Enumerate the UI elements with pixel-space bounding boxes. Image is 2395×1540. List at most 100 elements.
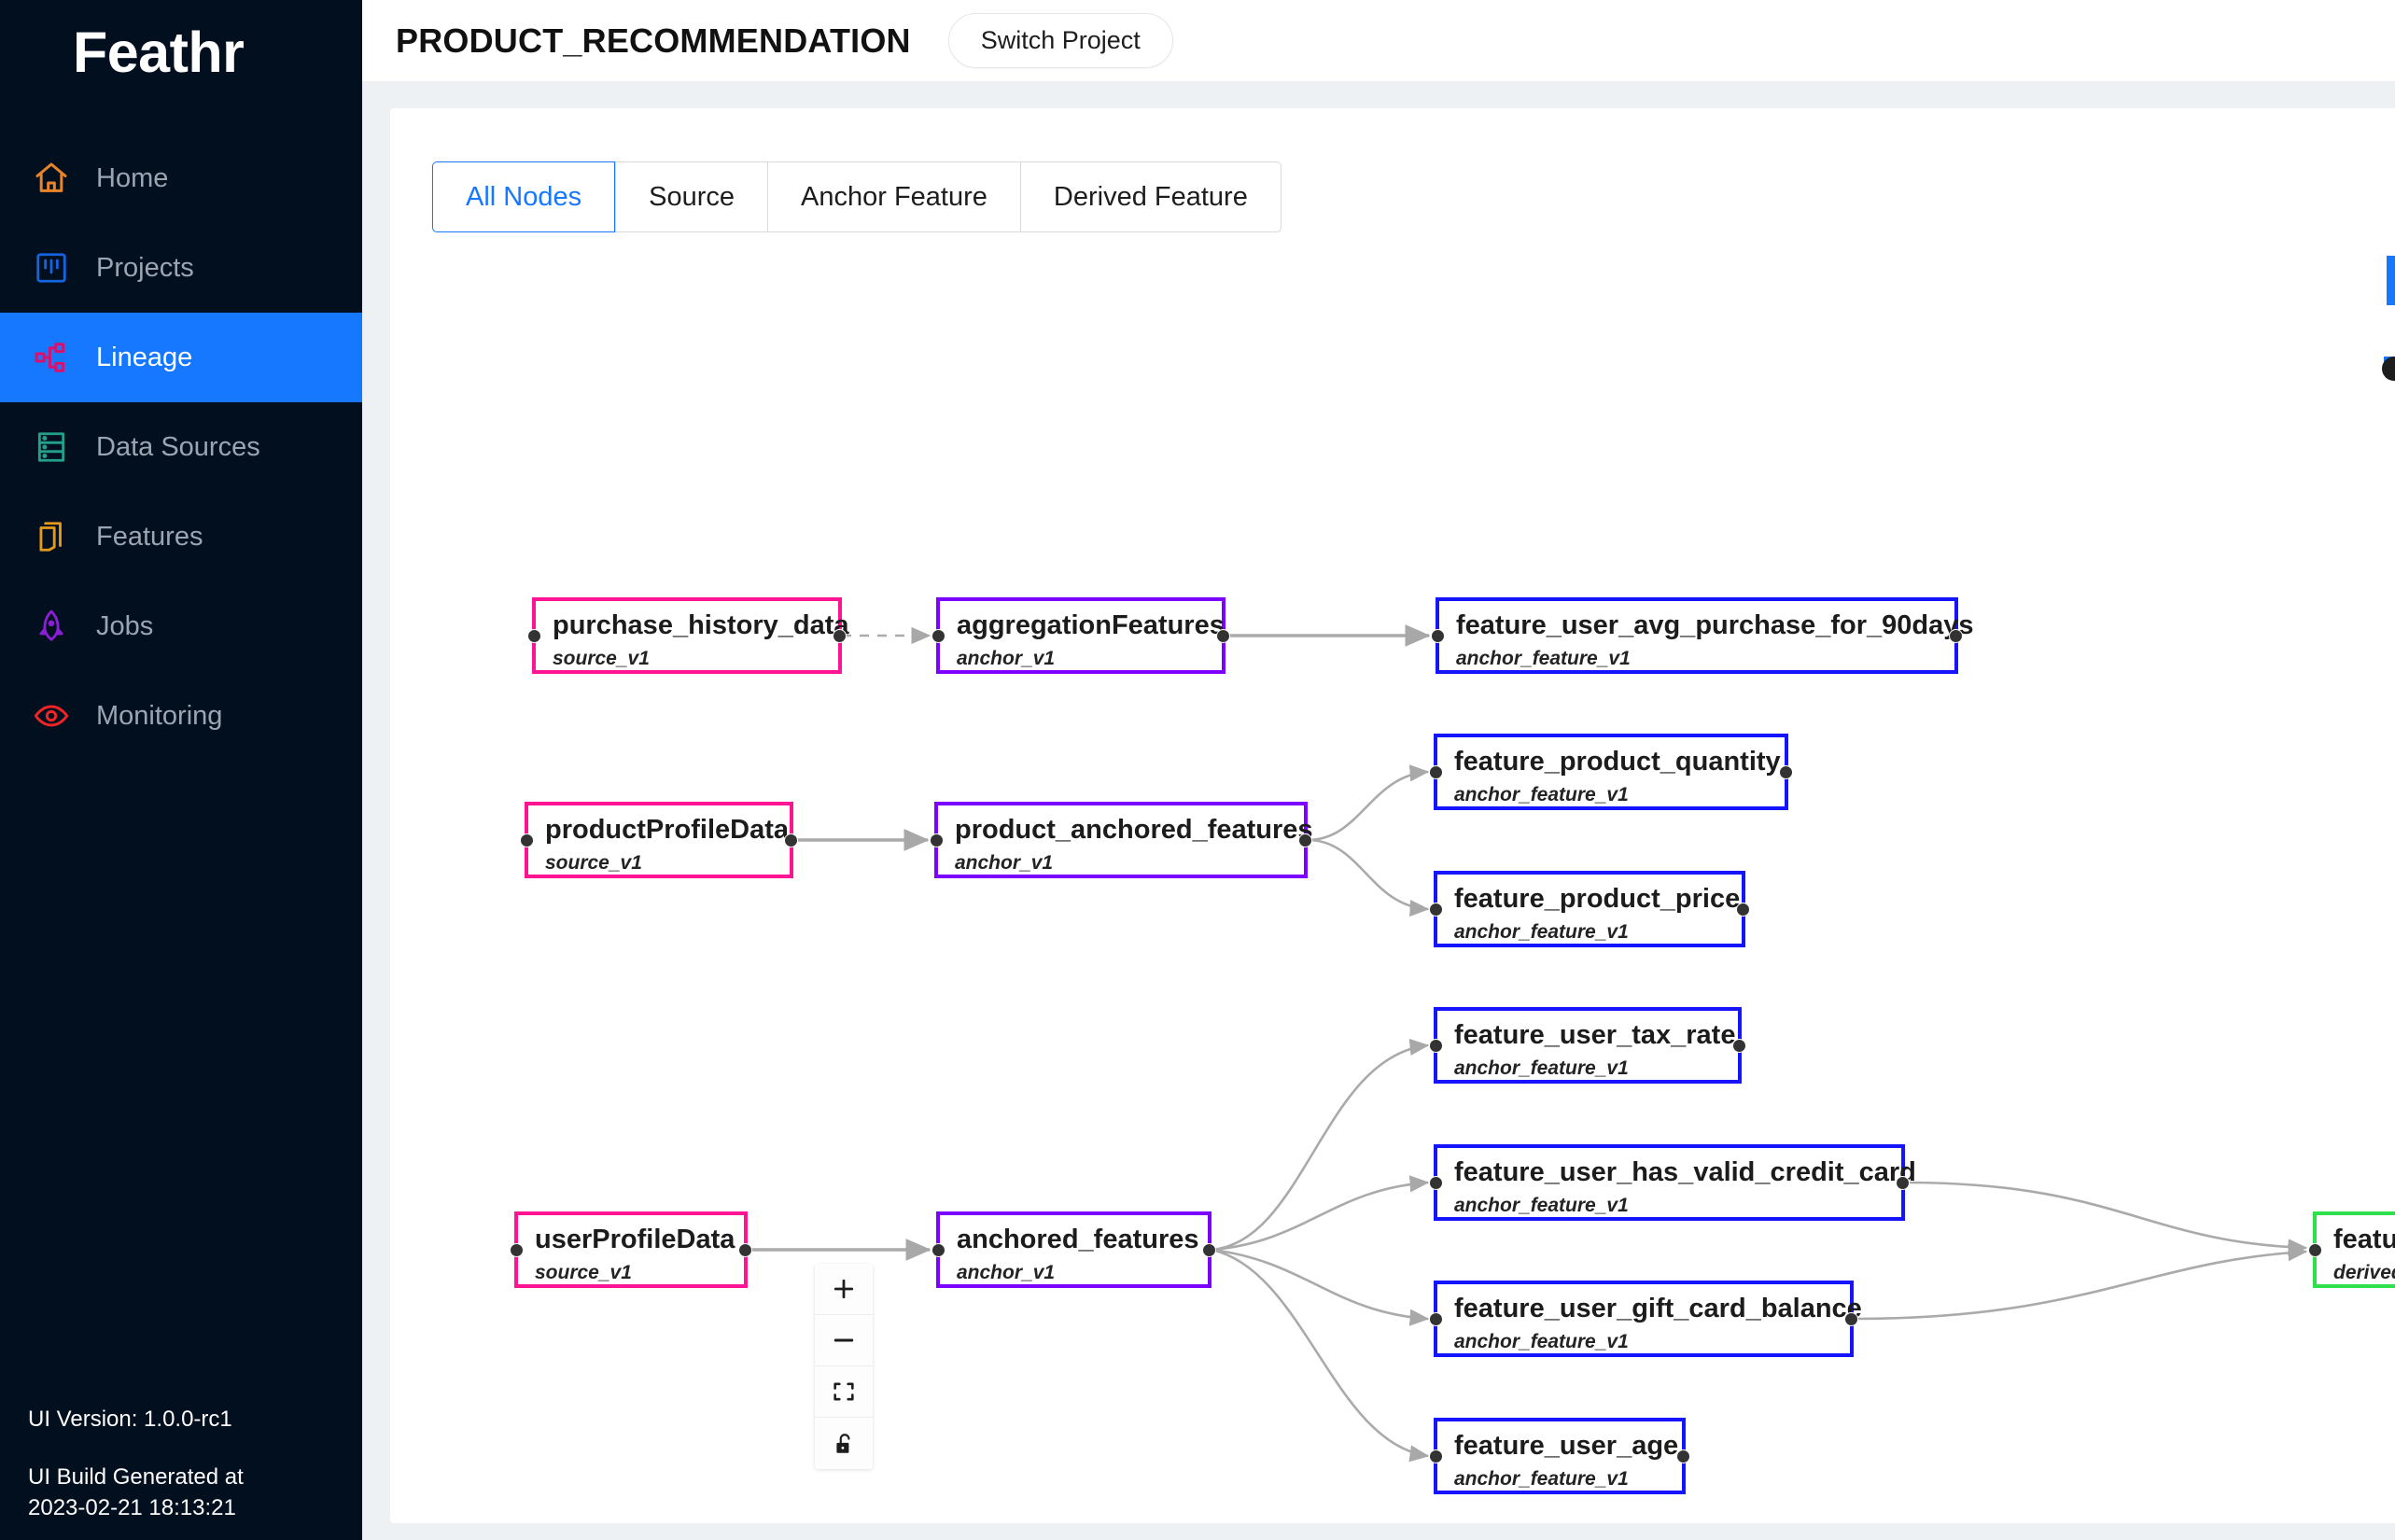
node-handle-left[interactable] xyxy=(510,1243,524,1257)
node-handle-left[interactable] xyxy=(931,1243,945,1257)
node-subtitle: anchor_feature_v1 xyxy=(1454,1195,1629,1217)
tab-anchor-feature[interactable]: Anchor Feature xyxy=(767,161,1020,232)
node-handle-left[interactable] xyxy=(527,629,541,643)
sidebar-item-projects[interactable]: Projects xyxy=(0,223,362,313)
lineage-icon xyxy=(31,337,72,378)
node-subtitle: anchor_feature_v1 xyxy=(1454,1057,1629,1080)
node-handle-left[interactable] xyxy=(1429,1312,1443,1326)
node-handle-right[interactable] xyxy=(1896,1176,1910,1190)
zoom-out-button[interactable] xyxy=(815,1315,873,1366)
node-handle-right[interactable] xyxy=(738,1243,752,1257)
lineage-graph-canvas[interactable]: purchase_history_data source_v1 aggregatio… xyxy=(390,108,2395,1523)
node-subtitle: anchor_feature_v1 xyxy=(1456,648,1631,670)
graph-node-feature_user_gift_card_balance[interactable]: feature_user_gift_card_balance anchor_fea… xyxy=(1429,1281,1862,1357)
panel-fragment-dot xyxy=(2382,357,2395,381)
graph-node-purchase_history_data[interactable]: purchase_history_data source_v1 xyxy=(527,597,849,674)
sidebar-item-label: Data Sources xyxy=(96,431,260,462)
node-title: purchase_history_data xyxy=(553,610,849,640)
graph-node-aggregationFeatures[interactable]: aggregationFeatures anchor_v1 xyxy=(931,597,1230,674)
node-subtitle: source_v1 xyxy=(545,852,642,875)
sidebar-item-features[interactable]: Features xyxy=(0,492,362,581)
node-handle-right[interactable] xyxy=(1202,1243,1216,1257)
sidebar-item-label: Lineage xyxy=(96,342,193,372)
page-title: PRODUCT_RECOMMENDATION xyxy=(396,21,911,60)
ui-build-time: 2023-02-21 18:13:21 xyxy=(28,1494,236,1520)
node-subtitle: anchor_v1 xyxy=(957,1262,1056,1284)
graph-node-feature_user_age[interactable]: feature_user_age anchor_feature_v1 xyxy=(1429,1418,1690,1494)
lock-button[interactable] xyxy=(815,1418,873,1469)
node-subtitle: source_v1 xyxy=(535,1262,632,1284)
tab-source[interactable]: Source xyxy=(615,161,768,232)
sidebar-item-label: Projects xyxy=(96,252,194,283)
node-subtitle: anchor_v1 xyxy=(955,852,1054,875)
node-handle-left[interactable] xyxy=(1431,629,1445,643)
tab-derived-feature[interactable]: Derived Feature xyxy=(1019,161,1282,232)
sidebar-footer: UI Version: 1.0.0-rc1 UI Build Generated… xyxy=(28,1405,244,1523)
node-title: feature_user_purchasing_power xyxy=(2333,1225,2395,1254)
sidebar-nav: Home Projects xyxy=(0,133,362,761)
node-handle-right[interactable] xyxy=(1949,629,1963,643)
node-handle-left[interactable] xyxy=(520,833,534,847)
node-title: productProfileData xyxy=(545,815,790,845)
node-handle-right[interactable] xyxy=(784,833,798,847)
node-handle-right[interactable] xyxy=(1844,1312,1858,1326)
node-handle-left[interactable] xyxy=(1429,1449,1443,1463)
node-handle-left[interactable] xyxy=(930,833,944,847)
node-handle-left[interactable] xyxy=(1429,903,1443,917)
graph-edges xyxy=(748,624,2308,1463)
node-handle-right[interactable] xyxy=(1736,903,1750,917)
sidebar-item-home[interactable]: Home xyxy=(0,133,362,223)
zoom-in-button[interactable] xyxy=(815,1264,873,1315)
node-handle-right[interactable] xyxy=(1676,1449,1690,1463)
node-handle-right[interactable] xyxy=(1298,833,1312,847)
node-title: feature_product_price xyxy=(1454,884,1741,914)
sidebar-item-jobs[interactable]: Jobs xyxy=(0,581,362,671)
home-icon xyxy=(31,158,72,199)
node-subtitle: anchor_v1 xyxy=(957,648,1056,670)
node-handle-left[interactable] xyxy=(1429,1176,1443,1190)
graph-node-feature_user_tax_rate[interactable]: feature_user_tax_rate anchor_feature_v1 xyxy=(1429,1007,1746,1084)
node-title: feature_user_age xyxy=(1454,1431,1679,1461)
node-title: feature_user_tax_rate xyxy=(1454,1020,1736,1050)
features-icon xyxy=(31,516,72,557)
node-title: anchored_features xyxy=(957,1225,1199,1254)
node-handle-right[interactable] xyxy=(833,629,847,643)
node-handle-right[interactable] xyxy=(1216,629,1230,643)
graph-node-anchored_features[interactable]: anchored_features anchor_v1 xyxy=(931,1211,1216,1288)
sidebar-item-label: Jobs xyxy=(96,610,154,641)
tab-all-nodes[interactable]: All Nodes xyxy=(432,161,616,232)
switch-project-button[interactable]: Switch Project xyxy=(947,13,1173,68)
graph-node-productProfileData[interactable]: productProfileData source_v1 xyxy=(520,802,798,878)
node-subtitle: anchor_feature_v1 xyxy=(1454,1468,1629,1491)
node-subtitle: source_v1 xyxy=(553,648,650,670)
graph-node-feature_user_purchasing_power[interactable]: feature_user_purchasing_powerderived_fea… xyxy=(2308,1211,2395,1288)
node-handle-right[interactable] xyxy=(1779,765,1793,779)
sidebar-item-data-sources[interactable]: Data Sources xyxy=(0,402,362,492)
node-title: feature_user_gift_card_balance xyxy=(1454,1294,1862,1323)
node-handle-left[interactable] xyxy=(1429,765,1443,779)
node-title: aggregationFeatures xyxy=(957,610,1225,640)
sidebar-item-lineage[interactable]: Lineage xyxy=(0,313,362,403)
node-handle-left[interactable] xyxy=(2308,1243,2322,1257)
main-area: PRODUCT_RECOMMENDATION Switch Project xyxy=(362,0,2395,1540)
panel-fragment-bar xyxy=(2387,256,2395,305)
node-subtitle: anchor_feature_v1 xyxy=(1454,784,1629,806)
node-handle-right[interactable] xyxy=(1732,1039,1746,1053)
rocket-icon xyxy=(31,606,72,647)
fit-view-button[interactable] xyxy=(815,1366,873,1418)
node-title: userProfileData xyxy=(535,1225,735,1254)
sidebar-item-monitoring[interactable]: Monitoring xyxy=(0,671,362,761)
sidebar-item-label: Features xyxy=(96,521,203,552)
node-subtitle: anchor_feature_v1 xyxy=(1454,1331,1629,1353)
node-handle-left[interactable] xyxy=(931,629,945,643)
node-handle-left[interactable] xyxy=(1429,1039,1443,1053)
database-icon xyxy=(31,427,72,468)
graph-node-userProfileData[interactable]: userProfileData source_v1 xyxy=(510,1211,752,1288)
